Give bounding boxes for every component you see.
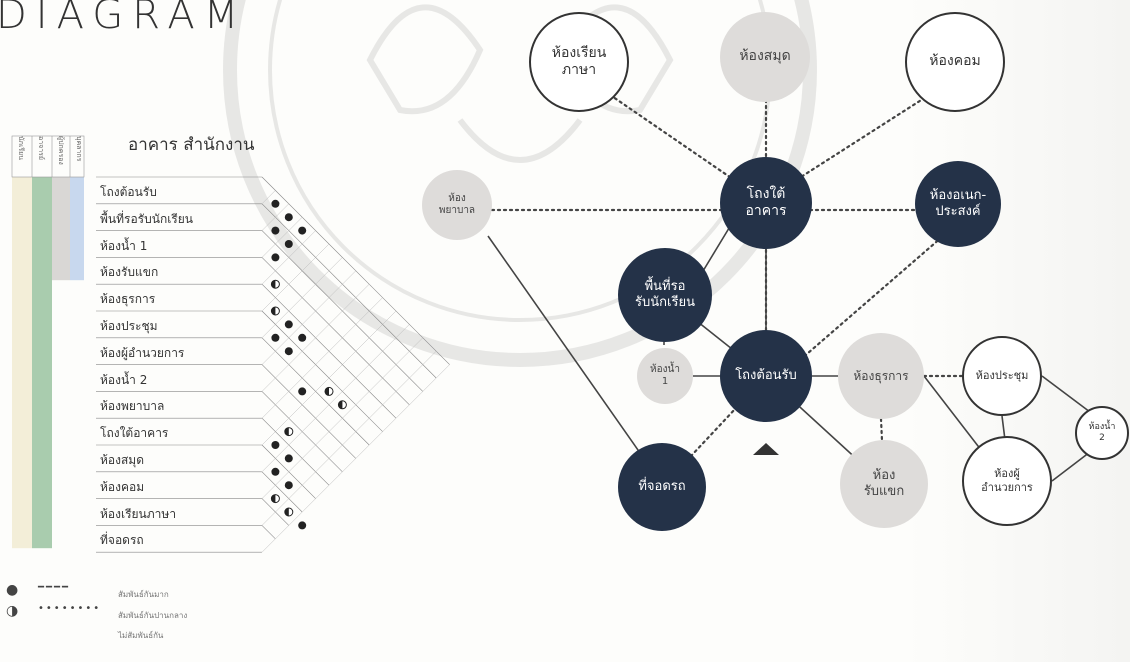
matrix-diagonal-down — [261, 203, 437, 379]
matrix-diagonal-up — [261, 364, 450, 553]
matrix-diagonal-down — [261, 525, 276, 540]
legend-label: สัมพันธ์กันมาก — [118, 590, 169, 599]
user-column-header: บุคลากร — [75, 136, 83, 162]
relation-strong-dot — [271, 333, 280, 342]
room-label: ห้องประชุม — [100, 319, 158, 333]
matrix-diagonal-up — [261, 203, 289, 231]
page-heading: DIAGRAM — [0, 0, 248, 38]
bubble-computer-room: ห้องคอม — [905, 12, 1005, 112]
room-label: ห้องคอม — [100, 479, 145, 494]
relation-strong-dot — [271, 226, 280, 235]
bubble-lobby: โถงต้อนรับ — [720, 330, 812, 422]
relation-strong-dot — [284, 454, 293, 463]
relation-medium-dot — [337, 400, 347, 410]
room-label: ห้องรับแขก — [100, 265, 159, 280]
bubble-multipurpose-room: ห้องอเนก- ประสงค์ — [915, 161, 1001, 247]
room-label: ที่จอดรถ — [100, 533, 144, 548]
relation-strong-dot — [284, 240, 293, 248]
room-label: โถงต้อนรับ — [100, 185, 157, 199]
bubble-under-building-hall: โถงใต้ อาคาร — [720, 157, 812, 249]
user-color-column — [32, 177, 52, 549]
room-label: ห้องน้ำ 2 — [100, 372, 148, 387]
matrix-diagonal-up — [261, 243, 330, 312]
relation-medium-dot — [284, 427, 294, 437]
matrix-diagonal-up — [261, 217, 303, 258]
room-label: ห้องพยาบาล — [100, 399, 165, 414]
matrix-diagonal-up — [261, 284, 370, 392]
room-label: ห้องเรียนภาษา — [100, 506, 177, 521]
relation-strong-dot — [298, 333, 307, 342]
matrix-diagonal-up — [261, 351, 437, 526]
relation-strong-dot — [271, 441, 280, 449]
relation-medium-dot — [270, 306, 280, 316]
relation-strong-dot — [298, 521, 307, 530]
matrix-diagonal-down — [261, 471, 303, 513]
adjacency-matrix — [11, 135, 450, 553]
connection-line-dotted — [798, 228, 952, 362]
connection-line-dotted — [788, 86, 942, 186]
bubble-guest-room: ห้อง รับแขก — [840, 440, 928, 528]
matrix-diagonal-down — [261, 364, 357, 459]
legend-symbol: ◑ — [6, 603, 21, 619]
relation-strong-dot — [284, 347, 293, 356]
matrix-diagonal-up — [261, 230, 316, 285]
bubble-admin-room: ห้องธุรการ — [838, 333, 924, 419]
relation-medium-dot — [270, 279, 280, 289]
relation-medium-dot — [284, 507, 294, 517]
connection-line-solid — [1041, 375, 1091, 413]
user-column-header: อาจารย์ — [37, 136, 45, 161]
legend-symbol: ● — [6, 582, 21, 598]
connection-line-solid — [1051, 451, 1091, 482]
matrix-diagonal-up — [261, 270, 356, 365]
user-column-header: ผู้ปกครอง — [57, 136, 65, 165]
user-color-column — [70, 177, 84, 281]
connection-line-solid — [487, 235, 646, 461]
legend-label: สัมพันธ์กันปานกลาง — [118, 611, 188, 620]
bubble-student-waiting-area: พื้นที่รอ รับนักเรียน — [618, 248, 712, 342]
legend-label: ไม่สัมพันธ์กัน — [118, 631, 164, 640]
user-color-column — [52, 177, 70, 281]
bubble-meeting-room: ห้องประชุม — [962, 336, 1042, 416]
legend-line-sample: ━━━━ — [38, 582, 71, 593]
relation-strong-dot — [284, 481, 293, 490]
matrix-diagonal-up — [261, 297, 383, 419]
user-column-header: นักเรียน — [17, 136, 25, 161]
entrance-arrow-icon — [753, 443, 779, 455]
room-label: ห้องธุรการ — [100, 292, 156, 307]
matrix-diagonal-up — [261, 337, 423, 499]
room-label: ห้องผู้อำนวยการ — [100, 345, 185, 360]
matrix-diagonal-up — [261, 324, 410, 472]
relation-strong-dot — [271, 253, 280, 262]
relation-medium-dot — [324, 386, 334, 396]
bubble-library: ห้องสมุด — [720, 12, 810, 102]
user-header-box — [11, 135, 85, 178]
relation-strong-dot — [284, 320, 293, 329]
bubble-parking: ที่จอดรถ — [618, 443, 706, 531]
relation-medium-dot — [270, 494, 280, 504]
legend-line-sample: •••••••• — [38, 603, 102, 614]
relation-strong-dot — [298, 387, 307, 396]
room-label: โถงใต้อาคาร — [100, 426, 169, 441]
bubble-director-room: ห้องผู้ อำนวยการ — [962, 436, 1052, 526]
bubble-restroom-1: ห้องน้ำ 1 — [637, 348, 693, 404]
room-label: ห้องน้ำ 1 — [100, 238, 148, 253]
matrix-diagonal-down — [261, 257, 410, 406]
relation-strong-dot — [298, 226, 307, 235]
room-label: พื้นที่รอรับนักเรียน — [100, 211, 193, 226]
connection-line-dotted — [598, 86, 742, 186]
relation-strong-dot — [284, 213, 293, 222]
matrix-title: อาคาร สำนักงาน — [128, 135, 255, 155]
relation-strong-dot — [271, 199, 280, 208]
matrix-diagonal-up — [261, 310, 397, 446]
user-color-column — [12, 177, 32, 549]
matrix-diagonal-up — [261, 190, 276, 204]
bubble-language-room: ห้องเรียน ภาษา — [529, 12, 629, 112]
room-label: ห้องสมุด — [100, 453, 145, 467]
matrix-diagonal-up — [261, 257, 343, 338]
relation-strong-dot — [271, 467, 280, 476]
bubble-restroom-2: ห้องน้ำ 2 — [1075, 406, 1129, 460]
matrix-diagonal-down — [261, 310, 383, 432]
matrix-diagonal-down — [261, 417, 330, 486]
bubble-nurse-room: ห้อง พยาบาล — [422, 170, 492, 240]
